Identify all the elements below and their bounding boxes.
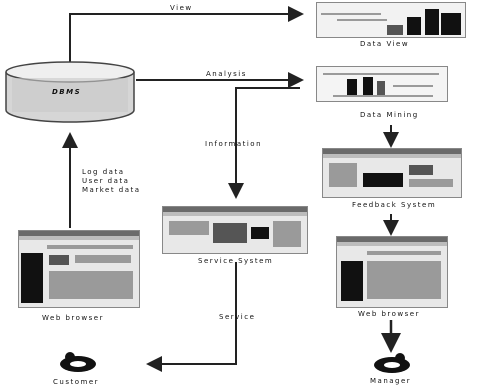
web-browser-right-thumbnail bbox=[336, 236, 448, 308]
customer-label: Customer bbox=[53, 378, 99, 387]
data-mining-thumbnail bbox=[316, 66, 448, 102]
service-label: Service bbox=[219, 313, 255, 322]
web-browser-left-thumbnail bbox=[18, 230, 140, 308]
data-view-label: Data View bbox=[360, 40, 409, 49]
service-system-thumbnail bbox=[162, 206, 308, 254]
feedback-system-thumbnail bbox=[322, 148, 462, 198]
person-icon bbox=[370, 352, 414, 374]
analysis-label: Analysis bbox=[206, 70, 247, 79]
data-mining-label: Data Mining bbox=[360, 111, 419, 120]
manager-label: Manager bbox=[370, 377, 411, 386]
person-icon bbox=[56, 350, 100, 374]
market-data-label: Market data bbox=[82, 186, 141, 195]
dbms-label: DBMS bbox=[52, 88, 81, 97]
view-arrow bbox=[70, 14, 300, 66]
information-label: Information bbox=[205, 140, 262, 149]
web-browser-right-label: Web browser bbox=[358, 310, 420, 319]
web-browser-left-label: Web browser bbox=[42, 314, 104, 323]
feedback-system-label: Feedback System bbox=[352, 201, 436, 210]
service-system-label: Service System bbox=[198, 257, 273, 266]
view-label: View bbox=[170, 4, 193, 13]
user-data-label: User data bbox=[82, 177, 129, 186]
log-data-label: Log data bbox=[82, 168, 125, 177]
data-view-thumbnail bbox=[316, 2, 466, 38]
